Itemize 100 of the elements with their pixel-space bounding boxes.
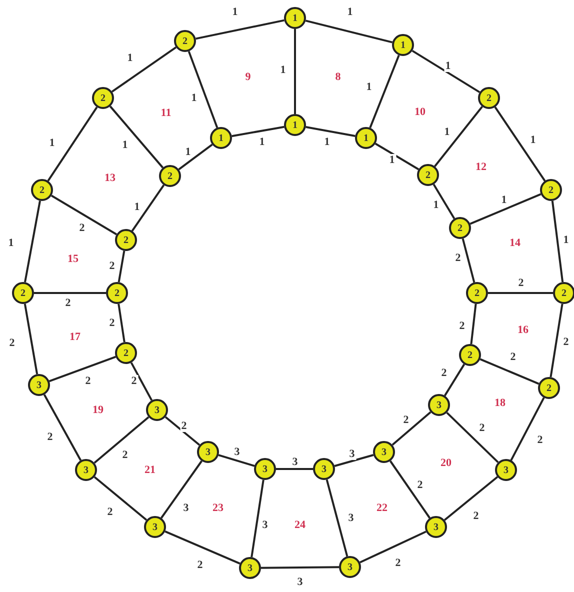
edge-label: 1 bbox=[184, 146, 192, 158]
edge-label: 2 bbox=[64, 297, 72, 309]
edge-label: 2 bbox=[454, 252, 462, 264]
edge-line bbox=[196, 19, 284, 40]
edge-label: 1 bbox=[7, 237, 15, 249]
edge-line bbox=[34, 292, 106, 294]
edge-label: 2 bbox=[394, 557, 402, 569]
edge-line bbox=[470, 193, 542, 225]
edge-label: 1 bbox=[323, 136, 331, 148]
edge-line bbox=[94, 476, 148, 521]
vertex-circle: 1 bbox=[284, 7, 306, 29]
vertex-circle: 2 bbox=[12, 282, 34, 304]
edge-label: 3 bbox=[348, 448, 356, 460]
edge-label: 3 bbox=[182, 502, 190, 514]
edge-line bbox=[488, 292, 553, 294]
edge-line bbox=[260, 566, 340, 569]
face-number: 11 bbox=[160, 107, 172, 119]
edge-label: 2 bbox=[196, 559, 204, 571]
edge-line bbox=[392, 411, 432, 446]
edge-label: 2 bbox=[84, 375, 92, 387]
face-number: 14 bbox=[510, 237, 520, 249]
edge-line bbox=[232, 126, 284, 138]
edge-line bbox=[218, 454, 255, 467]
edge-label: 1 bbox=[258, 136, 266, 148]
edge-line bbox=[369, 54, 400, 128]
edge-line bbox=[111, 46, 177, 93]
vertex-circle: 1 bbox=[355, 127, 377, 149]
edge-line bbox=[178, 144, 213, 170]
edge-line bbox=[434, 106, 483, 168]
vertex-circle: 2 bbox=[538, 377, 560, 399]
edge-label: 2 bbox=[108, 317, 116, 329]
face-number: 12 bbox=[476, 161, 486, 173]
face-number: 21 bbox=[144, 464, 156, 476]
edge-line bbox=[160, 460, 203, 519]
face-number: 8 bbox=[335, 71, 341, 83]
vertex-circle: 3 bbox=[197, 441, 219, 463]
edge-label: 2 bbox=[130, 375, 138, 387]
edge-line bbox=[306, 126, 356, 137]
edge-line bbox=[131, 184, 165, 232]
edge-line bbox=[188, 50, 218, 128]
face-number: 13 bbox=[104, 172, 116, 184]
edge-line bbox=[446, 412, 499, 464]
vertex-circle: 1 bbox=[210, 127, 232, 149]
edge-line bbox=[118, 304, 126, 342]
edge-label: 1 bbox=[432, 199, 440, 211]
edge-label: 1 bbox=[500, 194, 508, 206]
edge-line bbox=[294, 29, 296, 114]
edge-label: 2 bbox=[402, 414, 410, 426]
edge-label: 1 bbox=[562, 234, 570, 246]
vertex-circle: 3 bbox=[313, 458, 335, 480]
edge-label: 3 bbox=[233, 446, 241, 458]
vertex-circle: 3 bbox=[239, 557, 261, 579]
edge-label: 3 bbox=[296, 576, 304, 588]
vertex-circle: 2 bbox=[459, 344, 481, 366]
vertex-circle: 2 bbox=[92, 87, 114, 109]
face-number: 9 bbox=[245, 71, 251, 83]
edge-line bbox=[305, 20, 393, 44]
edge-label: 1 bbox=[133, 201, 141, 213]
face-number: 20 bbox=[440, 457, 452, 469]
edge-label: 1 bbox=[529, 134, 537, 146]
edge-line bbox=[389, 460, 431, 519]
edge-label: 2 bbox=[8, 337, 16, 349]
edge-label: 2 bbox=[458, 320, 466, 332]
edge-line bbox=[109, 106, 164, 168]
edge-label: 2 bbox=[108, 260, 116, 272]
edge-label: 2 bbox=[517, 277, 525, 289]
vertex-circle: 2 bbox=[466, 282, 488, 304]
edge-line bbox=[444, 476, 498, 521]
face-number: 24 bbox=[294, 519, 306, 531]
edge-line bbox=[250, 480, 264, 558]
edge-label: 3 bbox=[261, 519, 269, 531]
edge-label: 1 bbox=[365, 81, 373, 93]
edge-label: 2 bbox=[509, 351, 517, 363]
edge-line bbox=[551, 200, 564, 282]
edge-line bbox=[48, 356, 116, 382]
edge-label: 2 bbox=[180, 420, 188, 432]
vertex-circle: 2 bbox=[478, 87, 500, 109]
face-number: 10 bbox=[414, 106, 426, 118]
edge-line bbox=[326, 479, 348, 557]
vertex-circle: 3 bbox=[75, 459, 97, 481]
vertex-circle: 2 bbox=[115, 229, 137, 251]
vertex-circle: 1 bbox=[392, 34, 414, 56]
edge-line bbox=[470, 304, 477, 344]
edge-label: 1 bbox=[346, 6, 354, 18]
edge-label: 1 bbox=[121, 139, 129, 151]
edge-label: 2 bbox=[478, 422, 486, 434]
edge-line bbox=[118, 250, 126, 282]
vertex-circle: 3 bbox=[425, 516, 447, 538]
edge-label: 2 bbox=[46, 431, 54, 443]
vertex-circle: 3 bbox=[428, 394, 450, 416]
edge-label: 2 bbox=[562, 336, 570, 348]
edge-line bbox=[43, 394, 82, 461]
edge-line bbox=[334, 454, 374, 467]
edge-line bbox=[94, 416, 150, 464]
edge-label: 1 bbox=[48, 137, 56, 149]
edge-label: 2 bbox=[440, 367, 448, 379]
edge-line bbox=[374, 142, 420, 170]
edge-line bbox=[412, 50, 480, 94]
edge-line bbox=[462, 238, 476, 283]
edge-label: 1 bbox=[190, 92, 198, 104]
